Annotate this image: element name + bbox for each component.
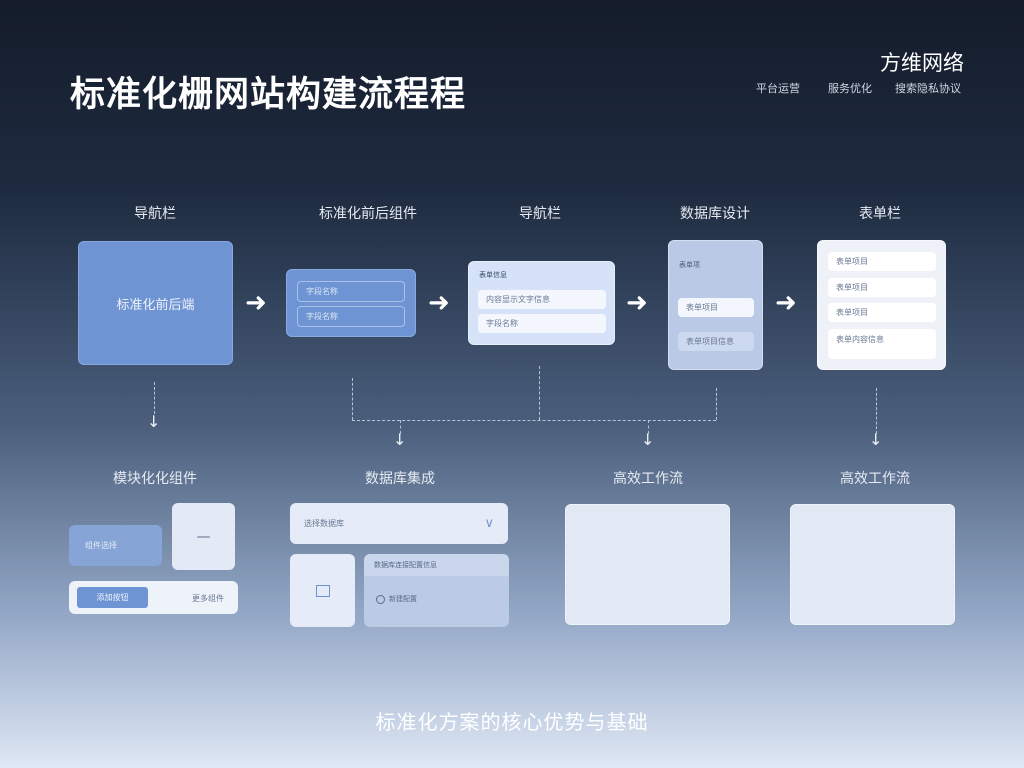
card3-title: 表单信息 (479, 271, 507, 279)
arrow-down-icon: ↓ (393, 430, 407, 449)
workflow-panel-1[interactable] (565, 504, 730, 625)
flow-card-5[interactable]: 表单项目 表单项目 表单项目 表单内容信息 (817, 240, 946, 370)
page-title: 标准化栅网站构建流程程 (70, 75, 467, 115)
more-components-text: 更多组件 (192, 594, 224, 603)
flow-card-4[interactable]: 表单项 表单项目 表单项目信息 (668, 240, 763, 370)
arrow-down-icon: ↓ (641, 430, 655, 449)
component-placeholder[interactable]: — (172, 503, 235, 570)
database-thumb[interactable] (290, 554, 355, 627)
nav-item-3[interactable]: 搜索隐私协议 (895, 82, 961, 95)
component-chip[interactable]: 组件选择 (69, 525, 162, 566)
card2-field-1[interactable]: 字段名称 (297, 281, 405, 302)
bottom-label-2: 数据库集成 (365, 471, 435, 487)
flow-card-2[interactable]: 字段名称 字段名称 (286, 269, 416, 337)
connector-line (352, 420, 716, 421)
connector-line (400, 420, 401, 434)
database-select-value: 选择数据库 (304, 519, 344, 528)
card2-field-2[interactable]: 字段名称 (297, 306, 405, 327)
new-config-option[interactable]: 新建配置 (376, 594, 417, 604)
dash-icon: — (196, 528, 211, 545)
top-label-3: 导航栏 (519, 206, 561, 222)
flow-card-1-text: 标准化前后端 (116, 297, 195, 313)
arrow-down-icon: ↓ (147, 412, 161, 431)
bottom-label-1: 模块化化组件 (113, 471, 197, 487)
connector-line (648, 420, 649, 434)
card5-field-2[interactable]: 表单项目 (828, 278, 936, 297)
brand-logo-text: 方维网络 (880, 51, 964, 75)
card5-field-4[interactable]: 表单内容信息 (828, 329, 936, 359)
connector-line (716, 388, 717, 420)
card3-field-1[interactable]: 内容显示文字信息 (478, 290, 606, 309)
connector-line (352, 378, 353, 420)
nav-item-2[interactable]: 服务优化 (828, 82, 872, 95)
card4-field-1[interactable]: 表单项目 (678, 298, 754, 317)
top-label-5: 表单栏 (859, 206, 901, 222)
bottom-label-3: 高效工作流 (613, 471, 683, 487)
footer-caption: 标准化方案的核心优势与基础 (375, 710, 649, 734)
top-label-4: 数据库设计 (680, 206, 750, 222)
radio-icon[interactable] (376, 594, 385, 604)
card4-field-2[interactable]: 表单项目信息 (678, 332, 754, 351)
card4-title: 表单项 (679, 261, 700, 269)
square-icon (315, 584, 330, 597)
arrow-right-icon: ➜ (428, 288, 450, 318)
nav-item-1[interactable]: 平台运营 (756, 82, 800, 95)
card3-field-2[interactable]: 字段名称 (478, 314, 606, 333)
workflow-panel-2[interactable] (790, 504, 955, 625)
chevron-down-icon: ∨ (484, 516, 494, 531)
card5-field-3[interactable]: 表单项目 (828, 303, 936, 322)
flow-card-1[interactable]: 标准化前后端 (78, 241, 233, 365)
arrow-right-icon: ➜ (245, 288, 267, 318)
connector-line (539, 366, 540, 420)
add-button[interactable]: 添加按钮 (77, 587, 148, 608)
database-select[interactable]: 选择数据库 ∨ (290, 503, 508, 544)
arrow-right-icon: ➜ (626, 288, 648, 318)
component-row: 添加按钮 更多组件 (69, 581, 238, 614)
top-label-2: 标准化前后组件 (319, 206, 417, 222)
database-config-panel: 数据库连接配置信息 新建配置 (364, 554, 509, 627)
connector-line (154, 382, 155, 414)
config-panel-title: 数据库连接配置信息 (374, 561, 437, 569)
connector-line (876, 388, 877, 434)
top-label-1: 导航栏 (134, 206, 176, 222)
card5-field-1[interactable]: 表单项目 (828, 252, 936, 271)
component-chip-text: 组件选择 (85, 541, 117, 550)
arrow-down-icon: ↓ (869, 430, 883, 449)
bottom-label-4: 高效工作流 (840, 471, 910, 487)
flow-card-3[interactable]: 表单信息 内容显示文字信息 字段名称 (468, 261, 615, 345)
arrow-right-icon: ➜ (775, 288, 797, 318)
card5-field-4-text: 表单内容信息 (836, 335, 884, 344)
